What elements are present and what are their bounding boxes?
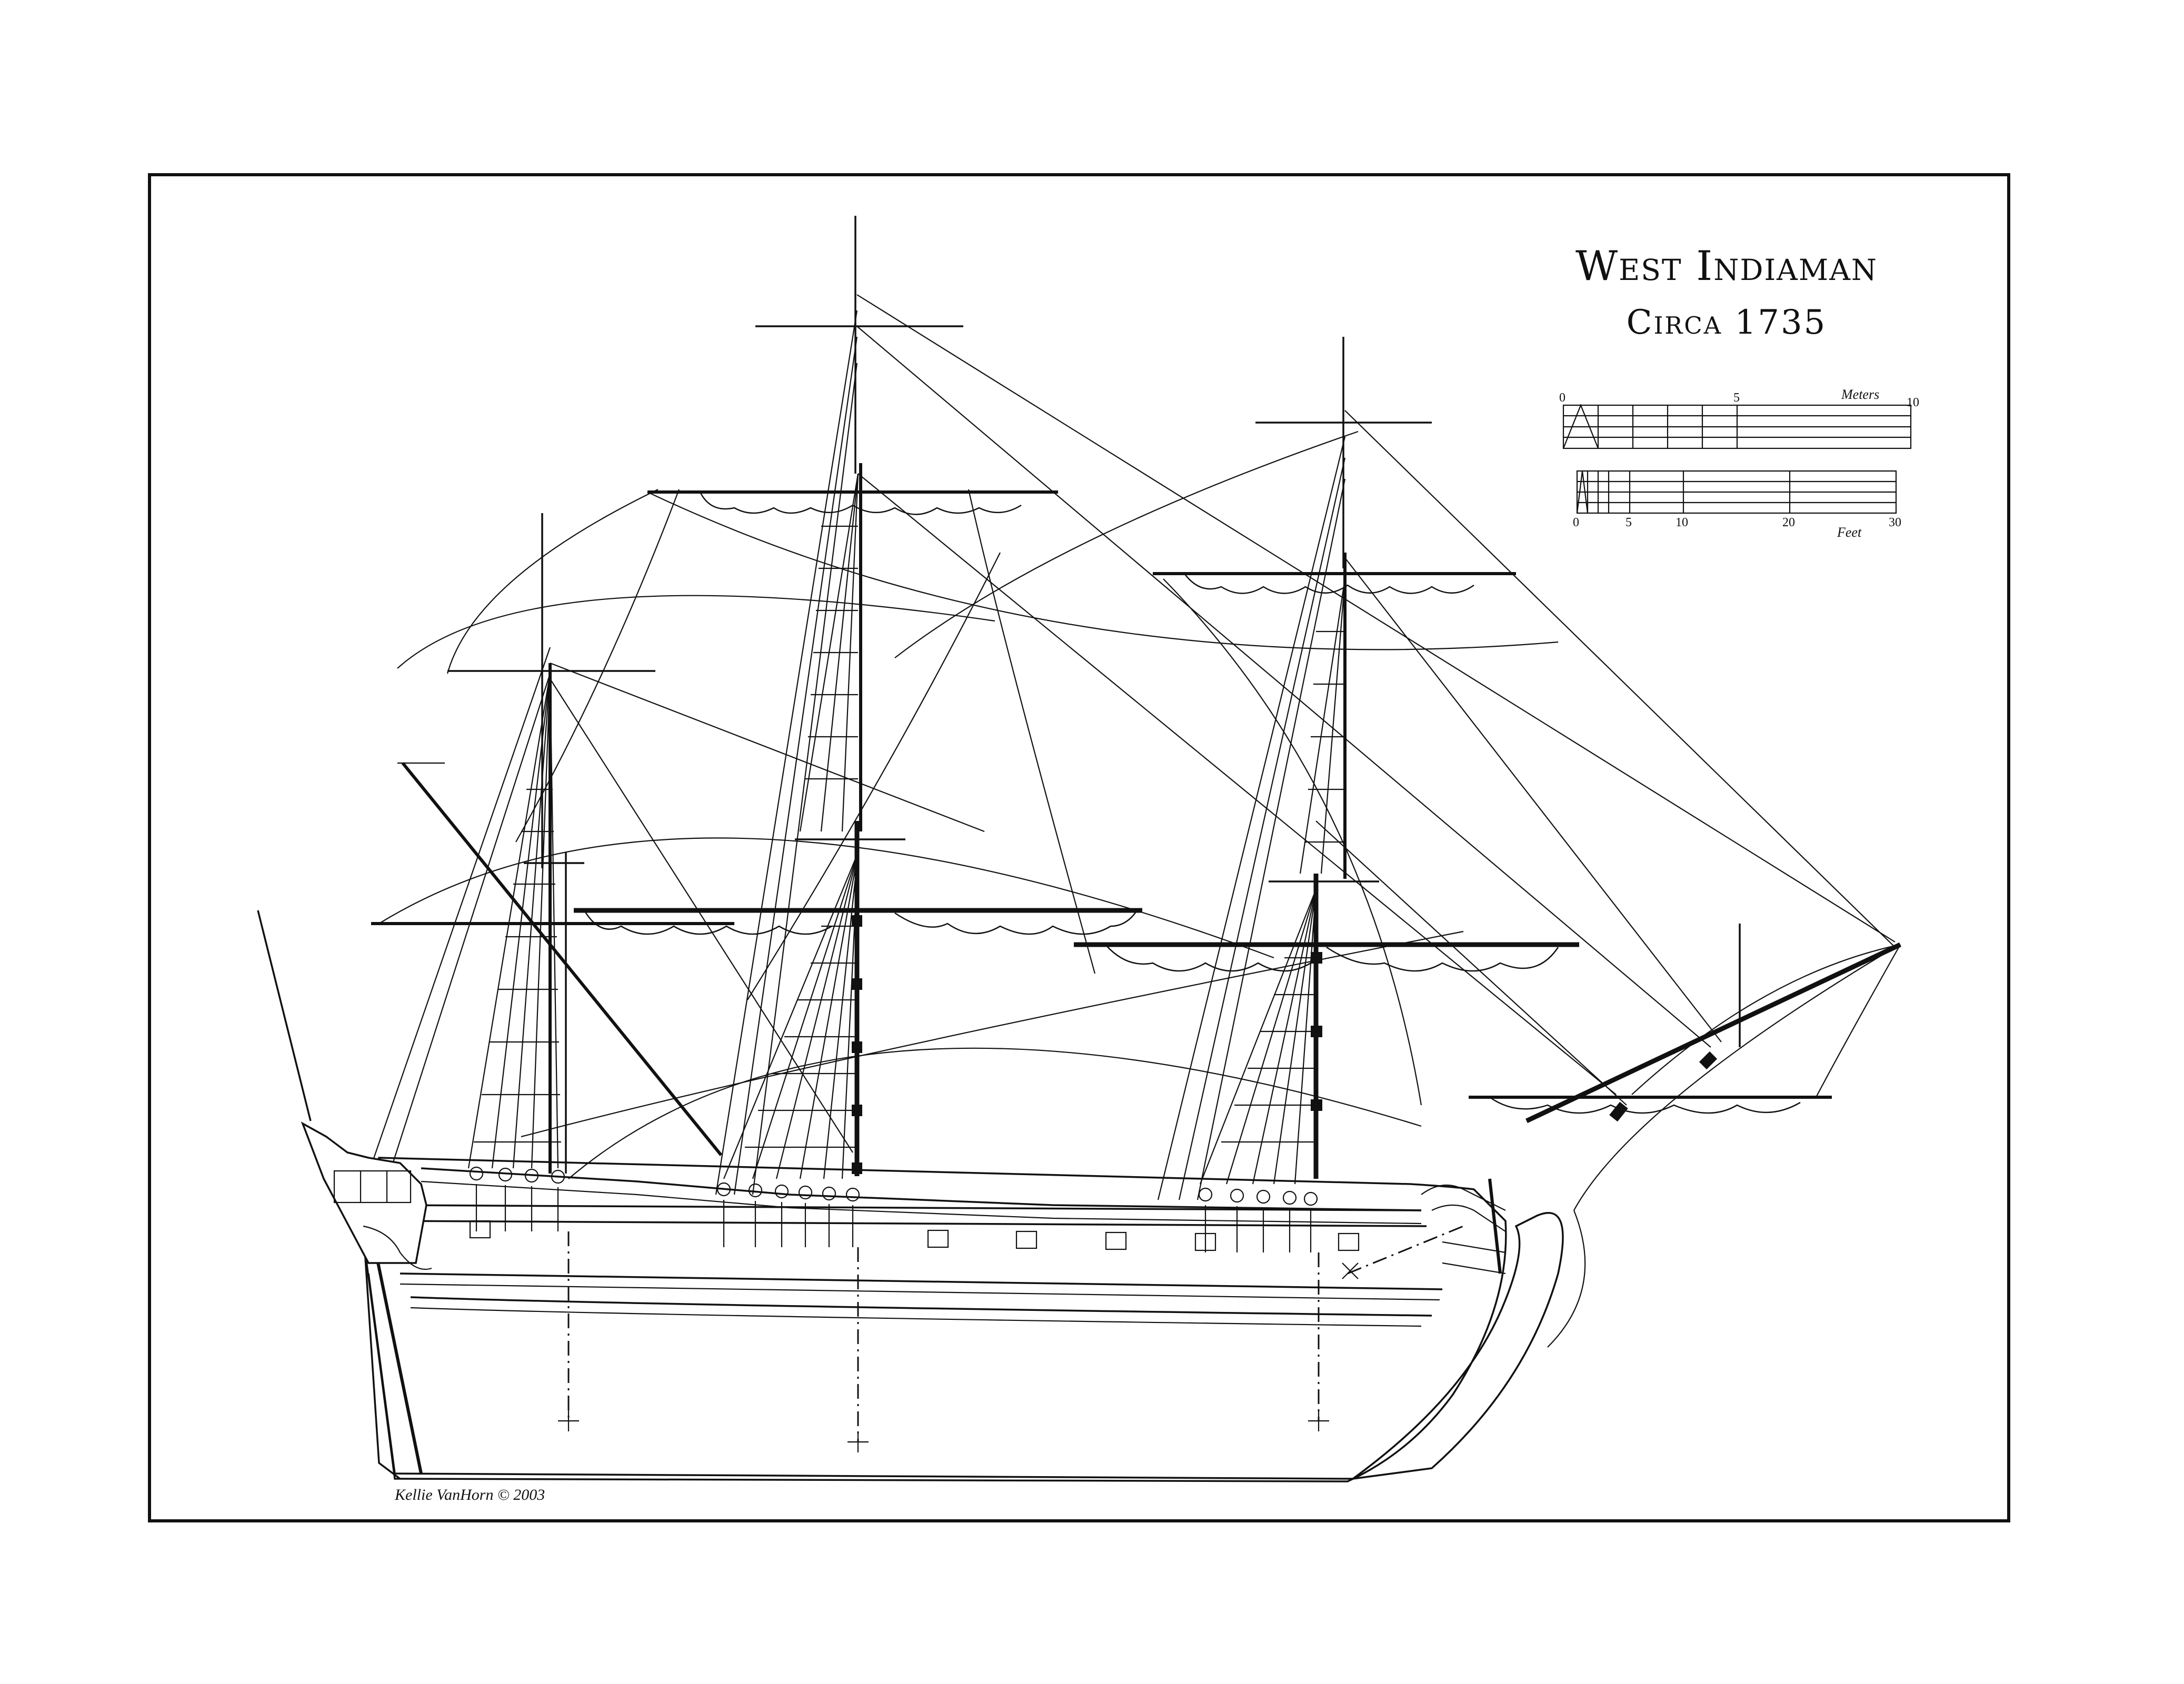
artist-credit: Kellie VanHorn © 2003 — [394, 1486, 545, 1503]
fore-course-furled — [1105, 944, 1559, 972]
meters-label: Meters — [1841, 387, 1879, 402]
feet-label: Feet — [1837, 525, 1862, 540]
main-course-furled — [583, 910, 1138, 935]
meters-tick-5: 5 — [1733, 391, 1740, 405]
gun-ports — [469, 1220, 1360, 1251]
stern-gallery — [301, 1121, 427, 1264]
fore-deadeyes — [1198, 1187, 1318, 1206]
feet-tick-5: 5 — [1625, 516, 1632, 529]
feet-scale-bar: 0 5 10 20 30 Feet — [1573, 470, 1901, 540]
hull — [301, 1121, 1564, 1482]
main-mast — [574, 216, 1142, 1202]
bowsprit — [1469, 924, 1901, 1348]
feet-tick-30: 30 — [1889, 516, 1901, 529]
drawing-border — [148, 173, 2010, 1522]
feet-tick-10: 10 — [1676, 516, 1688, 529]
main-topsail-furled — [699, 492, 1022, 515]
ship-drawing — [257, 216, 1901, 1482]
meters-tick-0: 0 — [1559, 391, 1565, 405]
drawing-title: West Indiaman — [1575, 243, 1878, 290]
spritsail-furled — [1489, 1096, 1801, 1114]
feet-tick-0: 0 — [1573, 516, 1579, 529]
main-deadeyes — [716, 1182, 860, 1202]
fore-mast — [1074, 337, 1579, 1206]
drawing-subtitle: Circa 1735 — [1627, 303, 1827, 342]
mizzen-mast — [257, 513, 734, 1184]
meters-scale-bar: 0 5 10 Meters — [1559, 387, 1919, 449]
meters-tick-10: 10 — [1907, 396, 1919, 409]
fore-topsail-furled — [1184, 573, 1474, 594]
feet-tick-20: 20 — [1782, 516, 1795, 529]
standing-rigging — [367, 294, 1896, 1200]
hull-body — [367, 1212, 1564, 1480]
